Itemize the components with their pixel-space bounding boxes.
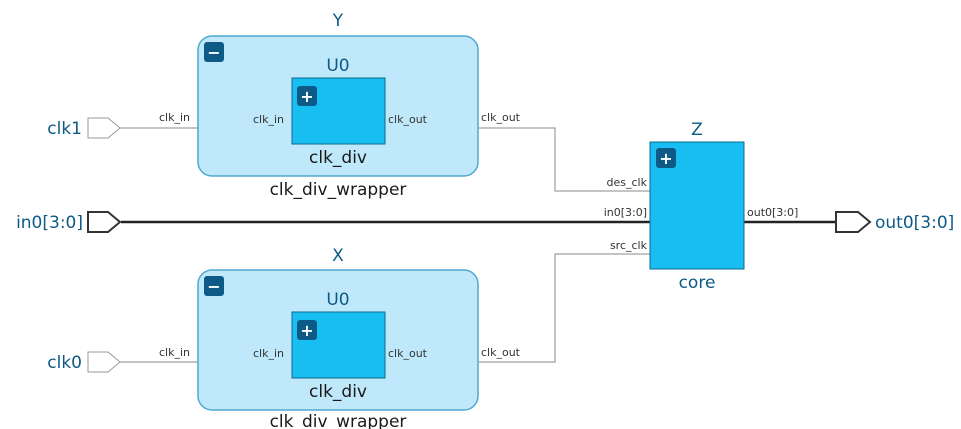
expand-icon bbox=[297, 86, 317, 106]
leaf-Y-U0-out-pin: clk_out bbox=[388, 113, 428, 126]
hier-Y-out-pin: clk_out bbox=[481, 111, 521, 124]
port-out0[interactable]: out0[3:0] bbox=[835, 211, 954, 233]
hier-Y-instance-name: Y bbox=[332, 11, 344, 31]
core-module-name: core bbox=[679, 273, 716, 293]
hier-Y-module-name: clk_div_wrapper bbox=[270, 180, 407, 200]
leaf-Y-U0-in-pin: clk_in bbox=[253, 113, 284, 126]
expand-toggle-X-U0[interactable]: + bbox=[297, 320, 317, 340]
hier-block-Y[interactable]: Y − clk_in clk_out clk_div_wrapper U0 + … bbox=[159, 11, 521, 200]
collapse-glyph: − bbox=[207, 43, 220, 62]
input-port-icon bbox=[87, 351, 121, 373]
leaf-X-U0-in-pin: clk_in bbox=[253, 347, 284, 360]
core-pin-in0: in0[3:0] bbox=[604, 206, 647, 219]
expand-icon bbox=[656, 148, 676, 168]
collapse-toggle-Y[interactable]: − bbox=[204, 42, 224, 62]
input-bus-port-icon bbox=[87, 211, 122, 233]
port-in0[interactable]: in0[3:0] bbox=[16, 211, 122, 233]
hier-X-module-name: clk_div_wrapper bbox=[270, 412, 407, 429]
leaf-block-Y-U0[interactable]: U0 + clk_in clk_out clk_div bbox=[253, 56, 428, 168]
port-clk0-label: clk0 bbox=[47, 353, 82, 373]
hier-X-out-pin: clk_out bbox=[481, 346, 521, 359]
hier-X-instance-name: X bbox=[332, 246, 344, 266]
port-clk1-label: clk1 bbox=[47, 119, 82, 139]
output-bus-port-icon bbox=[835, 211, 872, 233]
expand-toggle-Y-U0[interactable]: + bbox=[297, 86, 317, 106]
wire-Y-clkout-to-des-clk[interactable] bbox=[478, 127, 650, 192]
leaf-X-U0-module-name: clk_div bbox=[309, 382, 367, 402]
port-clk1[interactable]: clk1 bbox=[47, 117, 121, 139]
expand-glyph: + bbox=[300, 87, 313, 106]
core-pin-src-clk: src_clk bbox=[610, 239, 648, 252]
core-pin-des-clk: des_clk bbox=[607, 176, 648, 189]
wire-X-clkout-to-src-clk[interactable] bbox=[478, 253, 650, 363]
leaf-Y-U0-instance-name: U0 bbox=[326, 56, 349, 76]
leaf-block-X-U0[interactable]: U0 + clk_in clk_out clk_div bbox=[253, 290, 428, 402]
hier-X-in-pin: clk_in bbox=[159, 346, 190, 359]
expand-icon bbox=[297, 320, 317, 340]
collapse-icon bbox=[204, 42, 224, 62]
core-instance-name: Z bbox=[691, 120, 703, 140]
leaf-block-Z-core[interactable]: Z + des_clk in0[3:0] src_clk out0[3:0] c… bbox=[604, 120, 799, 293]
port-out0-label: out0[3:0] bbox=[875, 213, 954, 233]
collapse-toggle-X[interactable]: − bbox=[204, 276, 224, 296]
collapse-icon bbox=[204, 276, 224, 296]
expand-toggle-Z[interactable]: + bbox=[656, 148, 676, 168]
hier-block-X[interactable]: X − clk_in clk_out clk_div_wrapper U0 + … bbox=[159, 246, 521, 429]
expand-glyph: + bbox=[300, 321, 313, 340]
expand-glyph: + bbox=[659, 149, 672, 168]
port-clk0[interactable]: clk0 bbox=[47, 351, 121, 373]
leaf-Y-U0-module-name: clk_div bbox=[309, 148, 367, 168]
leaf-X-U0-instance-name: U0 bbox=[326, 290, 349, 310]
leaf-X-U0-out-pin: clk_out bbox=[388, 347, 428, 360]
collapse-glyph: − bbox=[207, 277, 220, 296]
port-in0-label: in0[3:0] bbox=[16, 213, 83, 233]
hier-Y-in-pin: clk_in bbox=[159, 111, 190, 124]
input-port-icon bbox=[87, 117, 121, 139]
core-pin-out0: out0[3:0] bbox=[747, 206, 798, 219]
